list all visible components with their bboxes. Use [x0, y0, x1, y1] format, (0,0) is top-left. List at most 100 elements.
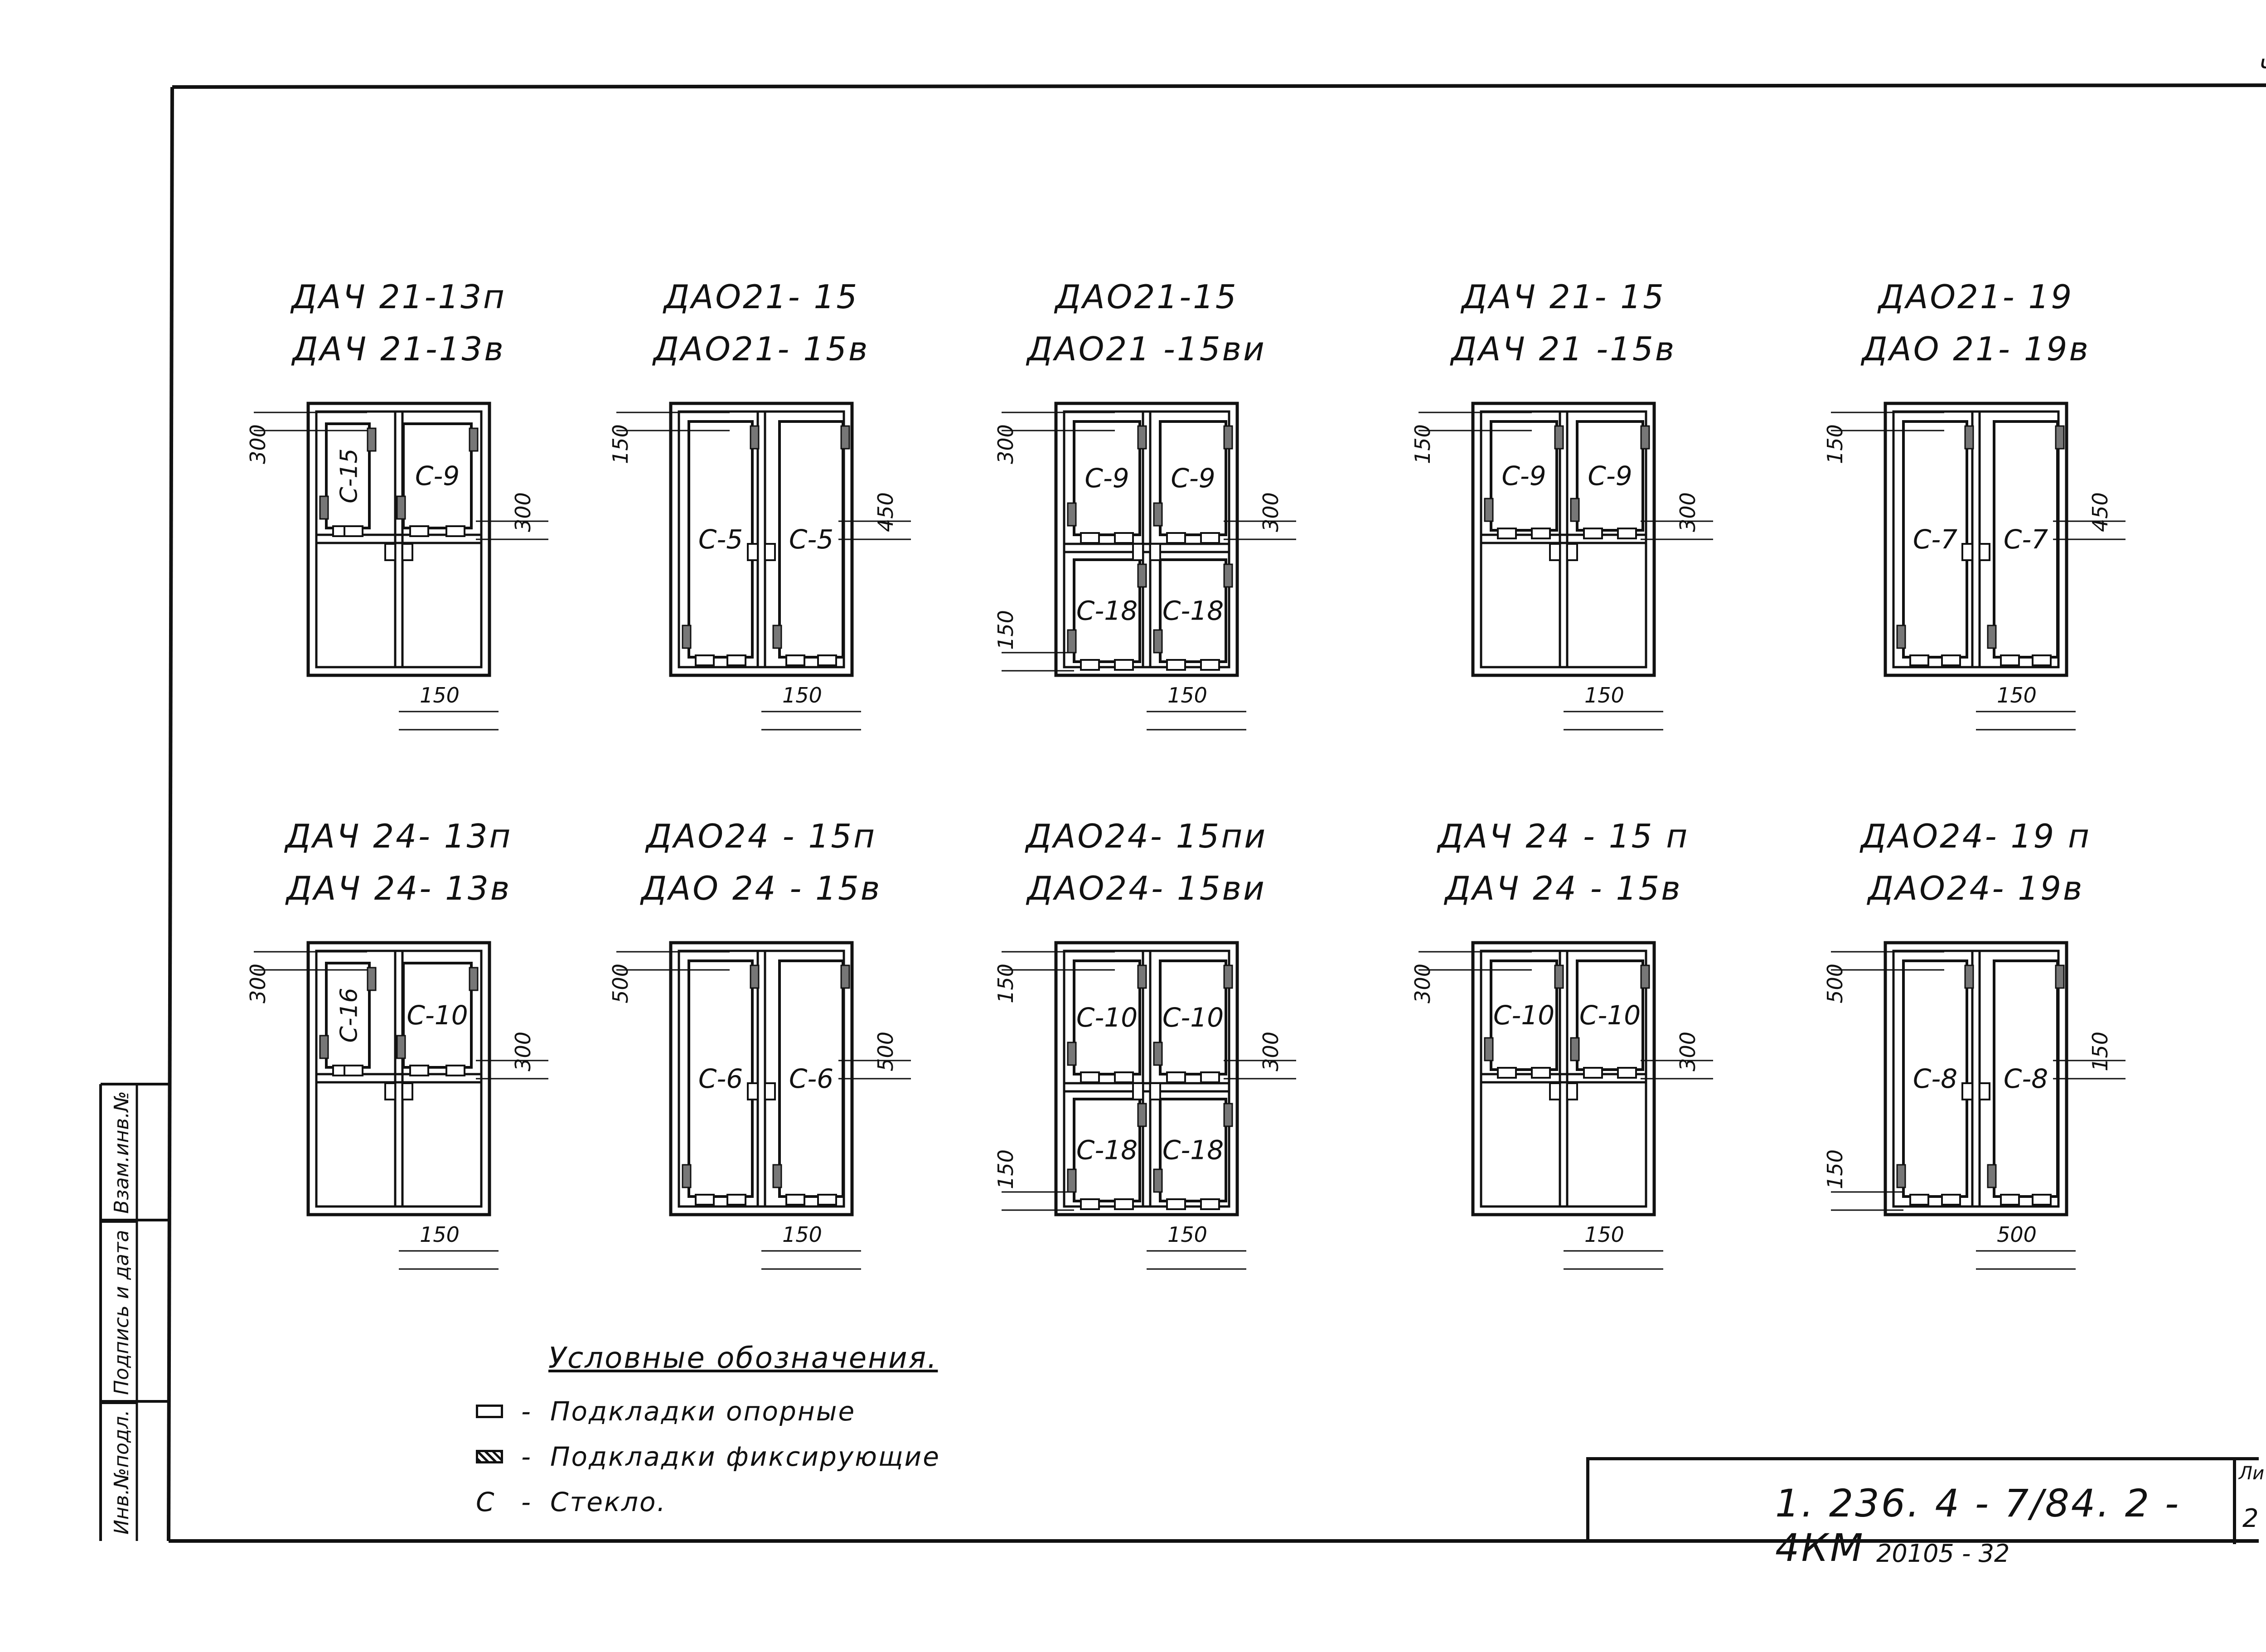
- legend-dash: -: [521, 1441, 532, 1472]
- drawing-title: ДАО24- 15ви: [1026, 869, 1266, 907]
- drawing-title: ДАО24- 15пи: [1025, 817, 1267, 855]
- drawing-title: ДАО24- 19 п: [1859, 817, 2091, 855]
- glass-pane: [688, 420, 754, 659]
- strip-cell-original-inv: Инв.№подл.: [101, 1401, 137, 1541]
- glass-label: С-18: [1162, 596, 1224, 626]
- handle: [764, 1082, 776, 1100]
- glass-pane: [1576, 420, 1644, 532]
- dimension-label: 300: [1410, 964, 1435, 1003]
- fixing-pad-icon: [1067, 629, 1077, 654]
- support-pad-icon: [817, 654, 837, 666]
- glass-pane: [1073, 558, 1141, 663]
- window-frame-outer: [306, 941, 491, 1216]
- fixing-pad-icon: [840, 964, 850, 989]
- dimension-label: 150: [1167, 1222, 1207, 1247]
- dimension-label: 150: [1410, 424, 1435, 464]
- fixing-pad-icon: [1570, 1037, 1580, 1061]
- glass-pane: [1073, 1098, 1141, 1202]
- handle: [1566, 1082, 1578, 1100]
- support-pad-icon: [2000, 654, 2020, 666]
- glass-pane: [402, 422, 473, 529]
- drawing-title: ДАО21- 15в: [652, 330, 870, 368]
- support-pad-icon: [1497, 528, 1517, 539]
- support-pad-icon: [1166, 1198, 1186, 1210]
- glass-pane: [1159, 959, 1227, 1075]
- drawing-title: ДАО 24 - 15в: [640, 869, 881, 907]
- glass-label: С-10: [1493, 1000, 1554, 1031]
- support-pad-icon: [1080, 1071, 1100, 1083]
- fixing-pad-icon: [1484, 498, 1494, 522]
- fixing-pad-icon: [772, 1164, 782, 1188]
- handle: [1549, 1082, 1561, 1100]
- dimension-label: 300: [1259, 492, 1283, 532]
- fixing-pad-icon: [1153, 629, 1163, 654]
- support-pad-icon: [726, 654, 746, 666]
- support-pad-icon: [1166, 1071, 1186, 1083]
- glass-label: С-5: [789, 524, 833, 555]
- support-pad-icon: [1080, 532, 1100, 544]
- fixing-pad-icon: [772, 625, 782, 649]
- dimension-label: 300: [1675, 1032, 1700, 1071]
- support-pad-icon: [1080, 1198, 1100, 1210]
- sheet-frame: [167, 83, 2266, 1543]
- support-pad-icon: [1166, 532, 1186, 544]
- support-pad-icon: [1114, 659, 1134, 671]
- fixing-pad-icon: [1153, 502, 1163, 527]
- fixing-pad-icon: [1554, 425, 1564, 450]
- support-pad-icon: [1080, 659, 1100, 671]
- drawing-title: ДАЧ 24 - 15 п: [1437, 817, 1690, 855]
- fixing-pad-icon: [1153, 1042, 1163, 1066]
- drawing-title: ДАО 21- 19в: [1860, 330, 2090, 368]
- fixing-pad-icon: [750, 425, 760, 450]
- support-pad-icon: [409, 525, 429, 537]
- drawing-title: ДАЧ 21 -15в: [1450, 330, 1676, 368]
- glass-pane: [1490, 420, 1558, 532]
- legend: Условные обозначения. - Подкладки опорны…: [476, 1342, 1020, 1525]
- dimension-label: 150: [782, 683, 822, 707]
- legend-item-fixing-pad: - Подкладки фиксирующие: [476, 1434, 1020, 1479]
- support-pad-icon: [1200, 1071, 1220, 1083]
- fixing-pad-icon: [1137, 425, 1147, 450]
- window-frame-outer: [306, 402, 491, 677]
- support-pad-icon: [1114, 1198, 1134, 1210]
- handle: [384, 543, 396, 561]
- glass-label: С-10: [407, 1000, 468, 1031]
- fixing-pad-icon: [682, 1164, 692, 1188]
- support-pad-icon: [1200, 659, 1220, 671]
- fixing-pad-icon: [2055, 964, 2065, 989]
- handle: [747, 1082, 759, 1100]
- glass-label: С-18: [1076, 596, 1138, 626]
- support-pad-icon: [1583, 528, 1603, 539]
- dimension-label: 300: [1259, 1032, 1283, 1071]
- dimension-label: 150: [782, 1222, 822, 1247]
- support-pad-icon: [1941, 654, 1961, 666]
- glass-label: С-10: [1579, 1000, 1641, 1031]
- fixing-pad-icon: [1223, 425, 1233, 450]
- drawing-title: ДАЧ 21-13в: [291, 330, 505, 368]
- dimension-label: 150: [420, 683, 460, 707]
- glass-label: С-18: [1162, 1135, 1224, 1166]
- support-pad-icon: [2032, 654, 2052, 666]
- support-pad-icon: [1583, 1067, 1603, 1079]
- legend-dash: -: [521, 1487, 532, 1517]
- handle: [1549, 543, 1561, 561]
- fixing-pad-icon: [1067, 502, 1077, 527]
- support-pad-icon: [445, 1065, 465, 1076]
- fixing-pad-icon: [1554, 964, 1564, 989]
- fixing-pad-icon: [1137, 1103, 1147, 1127]
- fixing-pad-icon: [2055, 425, 2065, 450]
- fixing-pad-icon: [1067, 1042, 1077, 1066]
- handle: [764, 543, 776, 561]
- strip-cell-replace-inv: Взам.инв.№: [101, 1084, 137, 1220]
- side-stamp-strip: Взам.инв.№ Подпись и дата Инв.№подл.: [101, 1084, 169, 1541]
- handle: [747, 543, 759, 561]
- dimension-label: 300: [993, 424, 1018, 464]
- glass-pane: [1159, 1098, 1227, 1202]
- fixing-pad-icon: [469, 967, 479, 991]
- drawing-title: ДАЧ 24 - 15в: [1443, 869, 1682, 907]
